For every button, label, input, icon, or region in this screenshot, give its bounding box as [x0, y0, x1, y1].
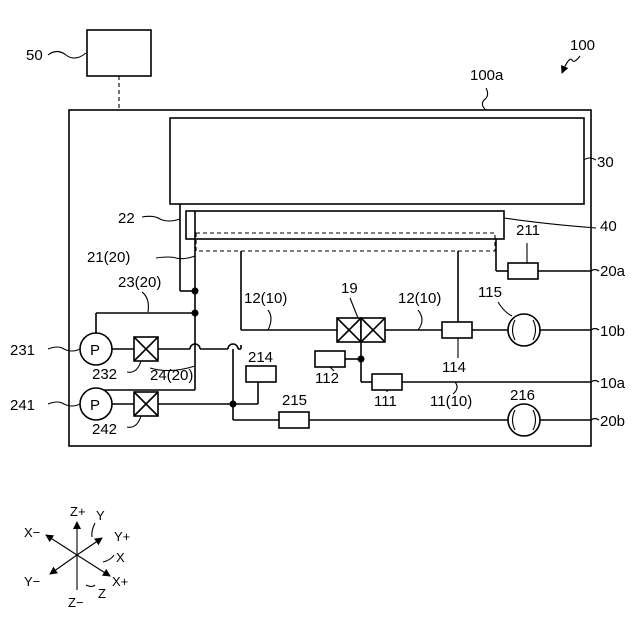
label-241: 241	[10, 397, 35, 414]
label-231: 231	[10, 342, 35, 359]
label-20a: 20a	[600, 263, 626, 280]
label-12-left: 12(10)	[244, 290, 287, 307]
label-211: 211	[516, 222, 540, 239]
inner-channel	[196, 233, 495, 251]
pump-241: P	[80, 388, 112, 420]
component-214	[246, 366, 276, 382]
label-215: 215	[282, 392, 307, 409]
enclosure-leader	[482, 88, 487, 110]
system-arrow	[562, 56, 580, 73]
valve-19	[337, 318, 385, 342]
label-20b: 20b	[600, 413, 625, 430]
axis-x-plus: X+	[112, 574, 128, 589]
label-214: 214	[248, 349, 273, 366]
inner-unit-label: 40	[600, 218, 617, 235]
pump-231: P	[80, 333, 112, 365]
pump-231-symbol: P	[90, 342, 100, 359]
axis-x: X	[116, 550, 125, 565]
component-211	[508, 263, 538, 279]
controller-leader	[48, 52, 86, 59]
axis-y: Y	[96, 508, 105, 523]
upper-unit-box	[170, 118, 584, 204]
enclosure-label: 100a	[470, 67, 504, 84]
label-19: 19	[341, 280, 358, 297]
label-216: 216	[510, 387, 535, 404]
axis-indicator: Z+ Y X− Y+ X Y− X+ Z− Z	[24, 504, 130, 610]
component-215	[279, 412, 309, 428]
label-111: 111	[374, 393, 397, 410]
axis-x-minus: X−	[24, 525, 40, 540]
system-label: 100	[570, 37, 595, 54]
valve-242	[134, 392, 158, 416]
inner-unit-box	[186, 211, 504, 239]
label-12-right: 12(10)	[398, 290, 441, 307]
axis-z: Z	[98, 586, 106, 601]
axis-y-minus: Y−	[24, 574, 40, 589]
upper-unit-leader	[584, 158, 596, 160]
label-112: 112	[315, 370, 339, 387]
label-10a: 10a	[600, 375, 626, 392]
controller-box	[87, 30, 151, 76]
label-115: 115	[478, 284, 502, 301]
component-111	[372, 374, 402, 390]
valve-232	[134, 337, 158, 361]
controller-label: 50	[26, 47, 43, 64]
label-23: 23(20)	[118, 274, 161, 291]
component-114	[442, 322, 472, 338]
label-10b: 10b	[600, 323, 625, 340]
axis-y-plus: Y+	[114, 529, 130, 544]
label-242: 242	[92, 421, 117, 438]
meter-115	[508, 314, 540, 346]
pump-241-symbol: P	[90, 397, 100, 414]
axis-z-minus: Z−	[68, 595, 84, 610]
label-114: 114	[442, 359, 466, 376]
axis-z-plus: Z+	[70, 504, 86, 519]
label-11: 11(10)	[430, 393, 472, 410]
upper-unit-label: 30	[597, 154, 614, 171]
label-22: 22	[118, 210, 135, 227]
label-232: 232	[92, 366, 117, 383]
component-112	[315, 351, 345, 367]
meter-216	[508, 404, 540, 436]
label-21: 21(20)	[87, 249, 130, 266]
